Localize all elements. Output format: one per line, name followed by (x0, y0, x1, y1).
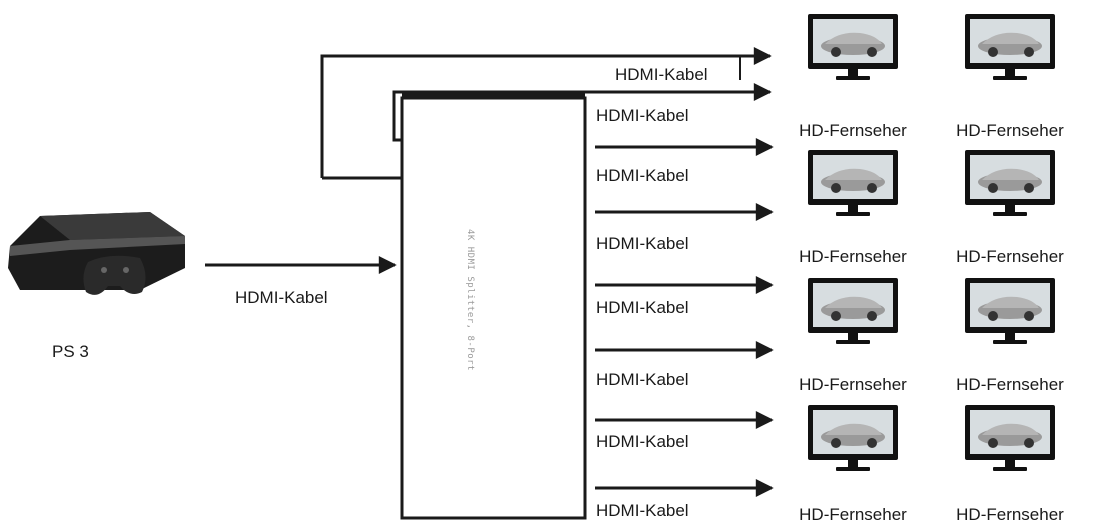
input-cable-label: HDMI-Kabel (235, 288, 328, 307)
tv-icon (965, 14, 1055, 80)
tv-icon (808, 150, 898, 216)
output-cable-label-4: HDMI-Kabel (596, 234, 689, 253)
output-cable-label-1: HDMI-Kabel (615, 65, 708, 84)
source-label: PS 3 (52, 342, 89, 361)
output-cable-label-5: HDMI-Kabel (596, 298, 689, 317)
tv-label-1: HD-Fernseher (799, 121, 907, 140)
output-cable-label-2: HDMI-Kabel (596, 106, 689, 125)
splitter-label: 4K HDMI Splitter, 8-Port (465, 228, 475, 372)
tv-label-3: HD-Fernseher (799, 247, 907, 266)
output-cable-label-8: HDMI-Kabel (596, 501, 689, 520)
tv-label-5: HD-Fernseher (799, 375, 907, 394)
tv-label-7: HD-Fernseher (799, 505, 907, 524)
tv-icon (808, 405, 898, 471)
tv-icon (808, 14, 898, 80)
tv-label-2: HD-Fernseher (956, 121, 1064, 140)
splitter-box (400, 96, 587, 520)
output-cable-label-3: HDMI-Kabel (596, 166, 689, 185)
output-cable-label-7: HDMI-Kabel (596, 432, 689, 451)
tv-icon (965, 278, 1055, 344)
tv-label-4: HD-Fernseher (956, 247, 1064, 266)
tv-icon (965, 150, 1055, 216)
output-arrows (595, 138, 774, 497)
tv-icon (965, 405, 1055, 471)
output-cable-line-1 (320, 54, 748, 178)
output-cable-label-6: HDMI-Kabel (596, 370, 689, 389)
tv-label-6: HD-Fernseher (956, 375, 1064, 394)
tv-icon (808, 278, 898, 344)
game-console-icon (8, 212, 185, 295)
tv-label-8: HD-Fernseher (956, 505, 1064, 524)
